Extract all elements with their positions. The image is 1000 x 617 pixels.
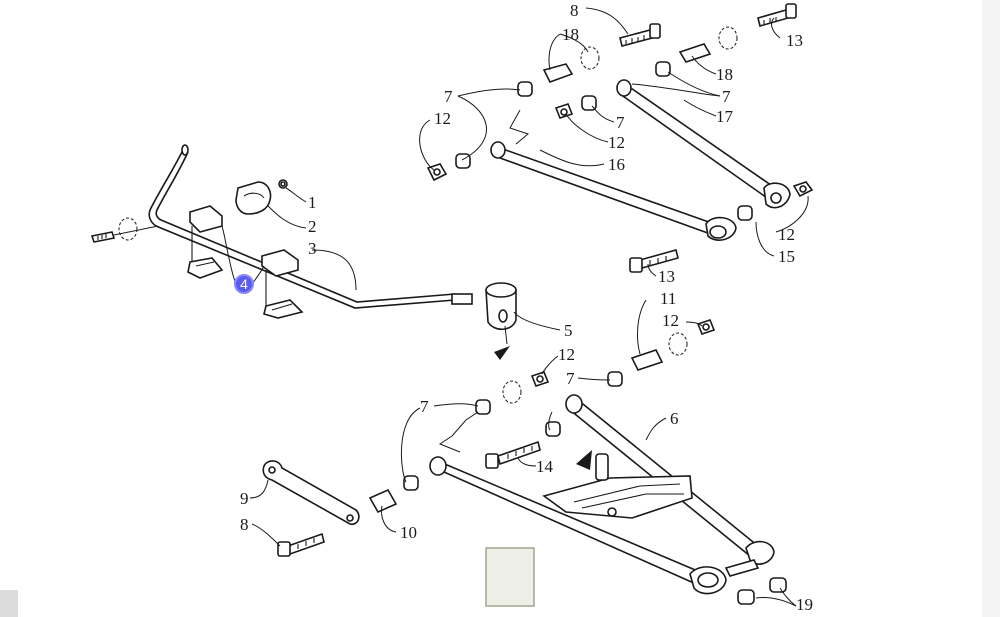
callout-16: 16 (608, 155, 625, 174)
lower-bushings (368, 319, 787, 605)
lower-a-arm (429, 394, 775, 595)
callout-13-mid: 13 (658, 267, 675, 286)
callout-17: 17 (716, 107, 734, 126)
callout-1: 1 (308, 193, 317, 212)
callout-12-lower-left: 12 (558, 345, 575, 364)
stabilizer-bolt (90, 217, 159, 243)
callout-18-top-right: 18 (716, 65, 733, 84)
bushing-bracket (235, 179, 288, 215)
highlight-marker[interactable] (234, 274, 254, 294)
upper-leaders (419, 7, 809, 277)
callout-11: 11 (660, 289, 676, 308)
callout-12-upper-mid: 12 (608, 133, 625, 152)
callout-4-highlight[interactable]: 4 (234, 274, 254, 294)
callout-9: 9 (240, 489, 249, 508)
callout-19: 19 (796, 595, 813, 614)
callout-7-lower-left: 7 (420, 397, 429, 416)
callout-7-lower-right: 7 (566, 369, 575, 388)
clamp-brackets (187, 205, 304, 319)
stabilizer-leaders (221, 187, 561, 331)
callout-5: 5 (564, 321, 573, 340)
callout-4[interactable]: 4 (240, 276, 248, 292)
callout-6: 6 (670, 409, 679, 428)
upper-bolts (619, 3, 797, 273)
callout-10: 10 (400, 523, 417, 542)
callout-8-bottom: 8 (240, 515, 249, 534)
callout-12-upper-right: 12 (778, 225, 795, 244)
callout-7-upper-mid: 7 (616, 113, 625, 132)
callout-8-top: 8 (570, 1, 579, 20)
link-end (485, 282, 517, 360)
callout-3: 3 (308, 239, 317, 258)
callout-7-top-right: 7 (722, 87, 731, 106)
lower-bolts (277, 440, 541, 557)
upper-bushings (426, 26, 814, 221)
callout-7-upper-left: 7 (444, 87, 453, 106)
link-plate (262, 460, 360, 526)
stabilizer-bar (148, 144, 473, 309)
callout-labels: 1 2 3 5 6 7 12 8 18 13 18 7 17 7 12 16 1… (240, 1, 813, 614)
callout-14: 14 (536, 457, 554, 476)
callout-18-top-left: 18 (562, 25, 579, 44)
arrow-marker-6 (576, 450, 592, 470)
upper-a-arm (490, 79, 791, 241)
callout-12-lower-right: 12 (662, 311, 679, 330)
thumbnail-swatch[interactable] (485, 547, 535, 607)
lower-leaders (249, 299, 797, 607)
callout-2: 2 (308, 217, 317, 236)
callout-12-upper-left: 12 (434, 109, 451, 128)
callout-15: 15 (778, 247, 795, 266)
callout-13-top: 13 (786, 31, 803, 50)
right-edge-strip (982, 0, 1000, 617)
corner-tab (0, 590, 18, 617)
arrow-marker-5 (494, 346, 510, 360)
